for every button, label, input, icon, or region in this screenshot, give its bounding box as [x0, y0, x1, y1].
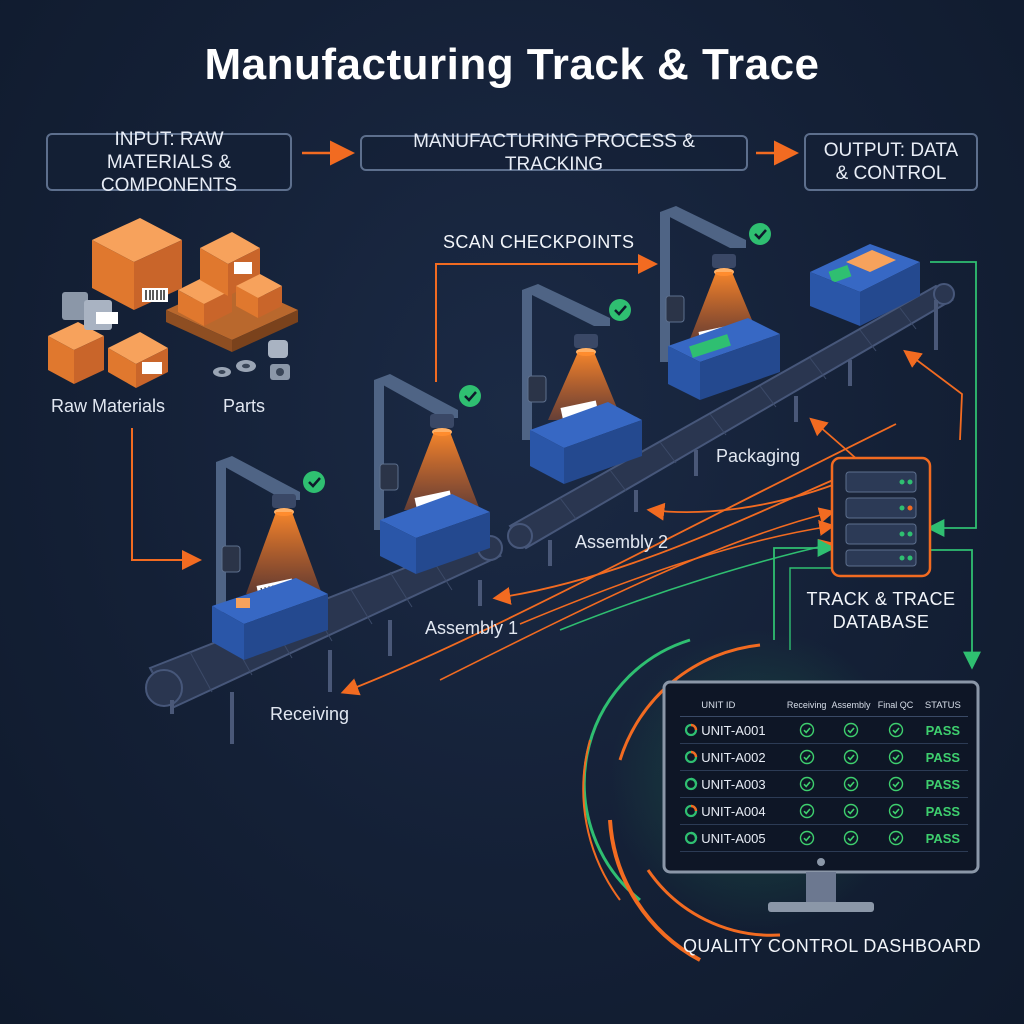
- status-ring-icon: [680, 831, 701, 845]
- label-dashboard: QUALITY CONTROL DASHBOARD: [683, 936, 982, 956]
- final-qc-check-icon: [873, 803, 917, 819]
- final-qc-check-icon: [873, 830, 917, 846]
- stage-output-box: OUTPUT: DATA & CONTROL: [804, 133, 978, 191]
- final-qc-check-icon: [873, 776, 917, 792]
- label-database: TRACK & TRACE DATABASE: [796, 589, 966, 633]
- final-qc-check-icon: [873, 749, 917, 765]
- label-assembly2: Assembly 2: [575, 532, 669, 552]
- status-badge: PASS: [925, 830, 961, 846]
- arrow-db-to-packaging: [809, 417, 861, 463]
- parts-pallet-icon: [166, 232, 298, 380]
- status-badge: PASS: [925, 803, 961, 819]
- arrow-scan-checkpoints: [435, 254, 658, 382]
- scanner-station-assembly1: [374, 374, 490, 574]
- table-row[interactable]: UNIT-A005 PASS: [680, 825, 968, 852]
- receiving-check-icon: [784, 803, 828, 819]
- assembly-check-icon: [829, 749, 873, 765]
- col-unit-id: UNIT ID: [701, 699, 736, 711]
- status-ring-icon: [680, 804, 701, 818]
- label-database-line2: DATABASE: [832, 612, 930, 632]
- status-ring-icon: [680, 723, 701, 737]
- table-row[interactable]: UNIT-A003 PASS: [680, 771, 968, 798]
- stage-output-label: OUTPUT: DATA & CONTROL: [823, 140, 959, 184]
- stage-process-box: MANUFACTURING PROCESS & TRACKING: [360, 131, 748, 175]
- label-assembly1: Assembly 1: [425, 618, 519, 638]
- label-receiving: Receiving: [270, 704, 350, 724]
- scanner-station-assembly2: [522, 284, 642, 484]
- arrow-raw-to-receiving: [131, 428, 202, 570]
- stage-process-label: MANUFACTURING PROCESS & TRACKING: [413, 131, 695, 175]
- label-scan-checkpoints: SCAN CHECKPOINTS: [443, 232, 635, 252]
- assembly-check-icon: [829, 830, 873, 846]
- receiving-check-icon: [784, 830, 828, 846]
- status-badge: PASS: [925, 722, 961, 738]
- receiving-check-icon: [784, 749, 828, 765]
- stage-input-box: INPUT: RAW MATERIALS & COMPONENTS: [46, 129, 292, 196]
- unit-id: UNIT-A005: [701, 830, 766, 846]
- arrow-db-to-assembly1: [492, 469, 857, 605]
- scanner-station-packaging: [660, 206, 780, 400]
- col-final-qc: Final QC: [877, 700, 914, 710]
- arrow-db-to-dashboard: [930, 549, 981, 670]
- col-status: STATUS: [924, 699, 961, 711]
- status-ring-icon: [680, 777, 701, 791]
- final-qc-check-icon: [873, 722, 917, 738]
- scanner-station-receiving: [212, 456, 328, 660]
- table-header-row: UNIT ID Receiving Assembly Final QC STAT…: [680, 694, 968, 717]
- server-icon: [830, 456, 932, 578]
- receiving-check-icon: [784, 776, 828, 792]
- assembly-check-icon: [829, 776, 873, 792]
- status-badge: PASS: [925, 776, 961, 792]
- unit-id: UNIT-A003: [701, 776, 766, 792]
- label-parts: Parts: [223, 396, 266, 416]
- receiving-check-icon: [784, 722, 828, 738]
- unit-id: UNIT-A001: [701, 722, 766, 738]
- assembly-check-icon: [829, 803, 873, 819]
- label-raw-materials: Raw Materials: [51, 396, 166, 416]
- raw-materials-box-icon: [48, 218, 182, 388]
- conveyor-belt-upper: [507, 283, 955, 566]
- label-database-line1: TRACK & TRACE: [806, 589, 956, 609]
- arrow-db-to-assembly2: [646, 479, 847, 521]
- status-ring-icon: [680, 750, 701, 764]
- arrow-output-to-db: [926, 261, 977, 537]
- label-packaging: Packaging: [716, 446, 801, 466]
- stage-input-label: INPUT: RAW MATERIALS & COMPONENTS: [100, 128, 238, 196]
- page-title: Manufacturing Track & Trace: [204, 40, 820, 89]
- table-row[interactable]: UNIT-A004 PASS: [680, 798, 968, 825]
- col-assembly: Assembly: [831, 700, 871, 710]
- table-row[interactable]: UNIT-A002 PASS: [680, 744, 968, 771]
- output-crate: [810, 244, 920, 326]
- unit-id: UNIT-A002: [701, 749, 766, 765]
- unit-id: UNIT-A004: [701, 803, 766, 819]
- checkmark-icon: [303, 223, 771, 493]
- status-badge: PASS: [925, 749, 961, 765]
- assembly-check-icon: [829, 722, 873, 738]
- table-row[interactable]: UNIT-A001 PASS: [680, 717, 968, 744]
- col-receiving: Receiving: [786, 700, 827, 710]
- dashboard-table: UNIT ID Receiving Assembly Final QC STAT…: [680, 694, 968, 852]
